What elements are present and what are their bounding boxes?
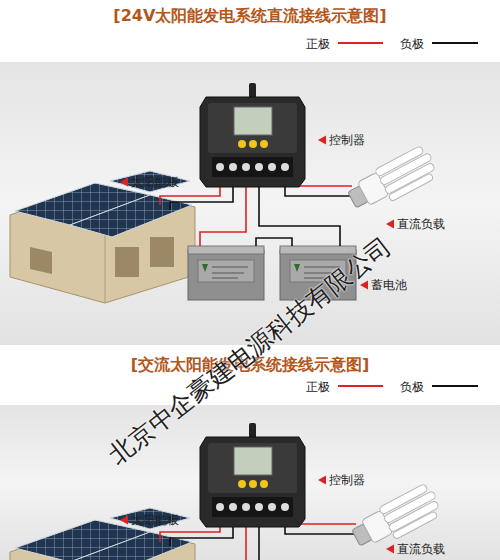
callout-label: 控制器 [329, 472, 365, 489]
legend-line-red [338, 385, 383, 387]
legend-label: 正极 [306, 36, 330, 53]
callout-arrow [318, 476, 326, 485]
controller [200, 83, 305, 187]
legend-label: 负极 [400, 379, 424, 396]
callout-label: 太阳能板 [131, 512, 179, 529]
callout-arrow [120, 516, 128, 525]
legend-label: 负极 [400, 36, 424, 53]
solar-house [10, 171, 195, 303]
solar-house [10, 508, 195, 560]
dc-load-lamp [344, 144, 440, 218]
wire-battery-link [256, 238, 292, 246]
section-title: [24V太阳能发电系统直流接线示意图] [113, 6, 386, 27]
legend-line-red [338, 42, 383, 44]
battery [188, 246, 264, 300]
callout-arrow [386, 220, 394, 229]
panel-ground [0, 62, 500, 345]
legend-line-black [432, 42, 478, 44]
callout-label: 直流负载 [397, 216, 445, 233]
callout-label: 太阳能板 [131, 174, 179, 191]
callout-label: 直流负载 [397, 541, 445, 558]
callout-label: 控制器 [329, 132, 365, 149]
callout-arrow [386, 545, 394, 554]
callout-label: 蓄电池 [371, 277, 407, 294]
callout-arrow [120, 178, 128, 187]
legend-label: 正极 [306, 379, 330, 396]
callout-arrow [318, 136, 326, 145]
legend-line-black [432, 385, 478, 387]
controller [200, 423, 305, 527]
